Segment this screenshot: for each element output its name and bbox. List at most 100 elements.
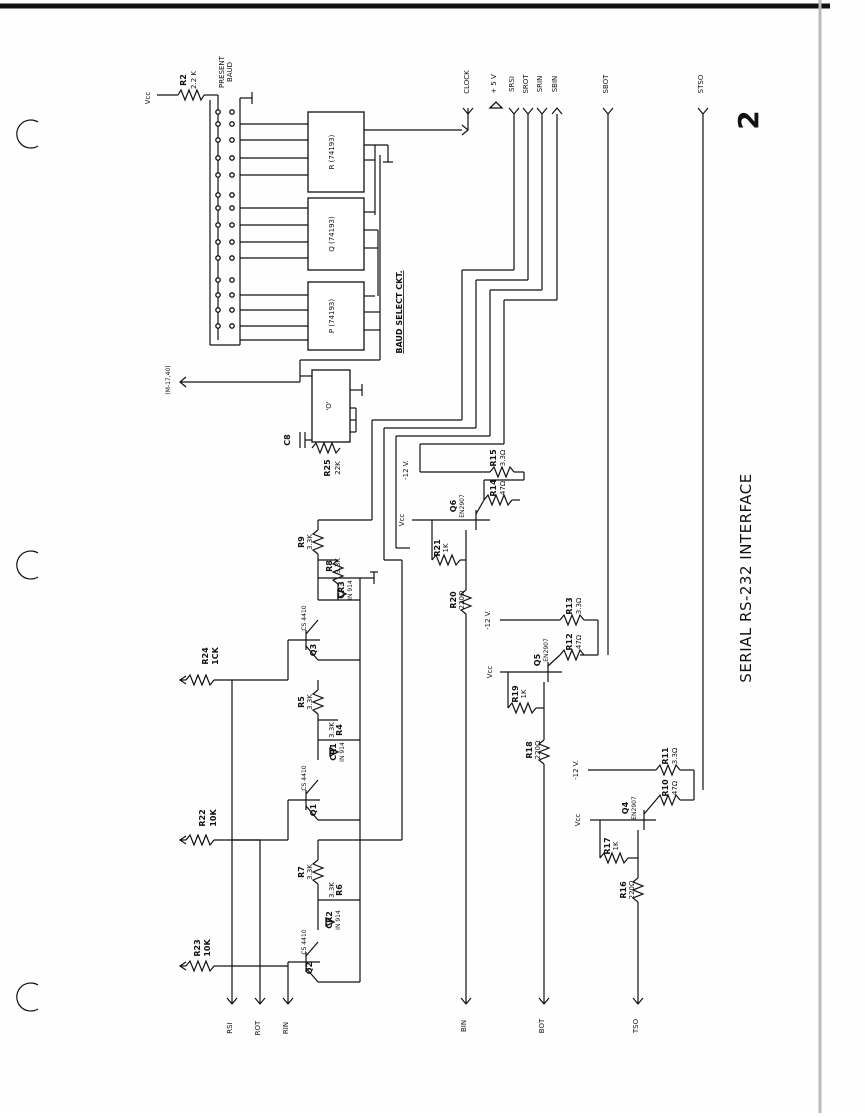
signal-stso: STSO xyxy=(697,74,705,93)
r19-value: 1K xyxy=(520,689,528,698)
q1-part: CS 4410 xyxy=(301,765,308,790)
r14-value: 47Ω xyxy=(499,480,507,495)
diode-cr1 xyxy=(329,746,340,758)
cr3-label: CR3 xyxy=(337,581,346,599)
resistor-r9 xyxy=(311,529,325,555)
resistor-r14 xyxy=(483,493,513,507)
counter-p-chip xyxy=(307,281,365,351)
r4-label: R4 xyxy=(335,724,344,736)
signal-lines xyxy=(318,114,704,841)
r19-label: R19 xyxy=(511,685,520,703)
r8-value: 3.3K xyxy=(334,558,342,574)
vcc-label-q5: Vcc xyxy=(486,666,494,679)
r22-value: 10K xyxy=(209,809,218,827)
counter-r-label: R (74193) xyxy=(328,134,336,169)
r4-value: 3.3K xyxy=(328,722,336,738)
r24-value: 1CK xyxy=(211,646,220,664)
r9-label: R9 xyxy=(297,536,306,548)
cr3-part: IN 914 xyxy=(347,580,354,600)
q2-part: CS 4410 xyxy=(301,929,308,954)
r20-value: 220Ω xyxy=(458,590,466,609)
r16-value: 220Ω xyxy=(628,880,636,899)
r7-value: 3.3K xyxy=(306,864,314,880)
r23-label: R23 xyxy=(193,939,202,956)
resistor-r19 xyxy=(507,701,537,715)
driver-q4: -12 V. R11 3.3Ω R10 47Ω Q4 EN2907 Vcc R1… xyxy=(572,747,695,1004)
resistor-r24 xyxy=(185,673,215,687)
binder-hole-icon xyxy=(16,550,39,580)
neg12v-label-q5: -12 V. xyxy=(484,610,492,630)
counter-q-chip xyxy=(307,197,365,271)
neg12v-label-q4: -12 V. xyxy=(572,760,580,780)
signal-tso: TSO xyxy=(632,1018,640,1034)
binder-hole-icon xyxy=(16,119,39,149)
resistor-r23 xyxy=(185,959,215,973)
r25-label: R25 xyxy=(323,459,332,477)
c8-label: C8 xyxy=(283,434,292,446)
counter-r-chip xyxy=(307,111,365,193)
resistor-r20 xyxy=(459,589,473,615)
r21-value: 1K xyxy=(442,543,450,552)
resistor-r15 xyxy=(489,465,515,479)
q1-label: Q1 xyxy=(309,803,318,816)
divider-circuit: 'O' (M-17,40) C8 R25 22K xyxy=(165,340,381,477)
r10-label: R10 xyxy=(661,779,670,797)
counter-p-label: P (74193) xyxy=(328,299,336,333)
r13-label: R13 xyxy=(565,597,574,614)
resistor-r8 xyxy=(331,559,345,585)
baud-select-label: BAUD SELECT CKT. xyxy=(395,270,404,353)
diode-cr3 xyxy=(337,588,348,600)
resistor-r7 xyxy=(311,859,325,885)
receiver-q1: R5 3.3K 3.3K R4 CR1 IN 914 CS 4410 Q1 R2… xyxy=(178,680,360,847)
q4-part: EN2907 xyxy=(631,796,638,820)
page-title: SERIAL RS-232 INTERFACE xyxy=(737,473,755,682)
signal-srin: SRIN xyxy=(536,76,544,93)
resistor-r12 xyxy=(559,648,585,662)
r17-label: R17 xyxy=(603,837,612,854)
r15-value: 3.3Ω xyxy=(499,449,507,466)
resistor-r17 xyxy=(599,851,629,865)
driver-q5: -12 V. R13 3.3Ω R12 47Ω Q5 EN2907 Vcc R1… xyxy=(484,597,599,1004)
r20-label: R20 xyxy=(449,591,458,609)
neg12v-label-q6: -12 V. xyxy=(402,460,410,480)
q4-label: Q4 xyxy=(621,801,630,814)
r10-value: 47Ω xyxy=(671,780,679,795)
r11-label: R11 xyxy=(661,747,670,765)
r2-label: R2 xyxy=(179,74,188,86)
r6-value: 3.3K xyxy=(328,882,336,898)
baud-select-circuit: Vcc R2 2.2 K PRESENT BAUD xyxy=(144,55,469,354)
r9-value: 3.3K xyxy=(306,534,314,550)
resistor-r13 xyxy=(559,613,585,627)
r11-value: 3.3Ω xyxy=(671,747,679,764)
resistor-r2 xyxy=(177,88,205,102)
preset-baud-label: BAUD xyxy=(226,62,234,82)
cr1-label: CR1 xyxy=(329,743,338,761)
signal-rsi: RSI xyxy=(226,1022,234,1033)
resistor-r5 xyxy=(311,689,325,715)
signal-labels-bottom: RSI ROT RIN BIN BOT TSO xyxy=(226,997,644,1035)
q2-label: Q2 xyxy=(305,962,314,974)
q6-part: EN2907 xyxy=(459,494,466,518)
r22-label: R22 xyxy=(198,809,207,826)
q3-part: CS 4410 xyxy=(301,605,308,630)
signal-bin: BIN xyxy=(460,1020,468,1032)
r14-label: R14 xyxy=(489,479,498,497)
vcc-label-q4: Vcc xyxy=(574,814,582,827)
vcc-label-q6: Vcc xyxy=(398,514,406,527)
r12-value: 47Ω xyxy=(575,634,583,649)
r6-label: R6 xyxy=(335,884,344,896)
diode-cr2 xyxy=(325,916,336,928)
r8-label: R8 xyxy=(325,560,334,572)
signal-labels-top: CLOCK + 5 V SRSI SROT SRIN SBIN SBOT STS… xyxy=(462,70,709,130)
q5-label: Q5 xyxy=(533,653,542,666)
r5-value: 3.3K xyxy=(306,694,314,710)
signal-sbot: SBOT xyxy=(602,74,610,94)
cr1-part: IN 914 xyxy=(339,742,346,762)
resistor-r21 xyxy=(431,553,461,567)
r2-value: 2.2 K xyxy=(190,71,198,89)
r15-label: R15 xyxy=(489,449,498,467)
signal-plus5v: + 5 V xyxy=(490,74,498,94)
divider-o-chip xyxy=(311,369,351,443)
driver-q6: -12 V. R15 3.3Ω R14 47Ω Q6 EN2907 Vcc R2… xyxy=(398,449,525,1004)
signal-rin: RIN xyxy=(282,1022,290,1034)
